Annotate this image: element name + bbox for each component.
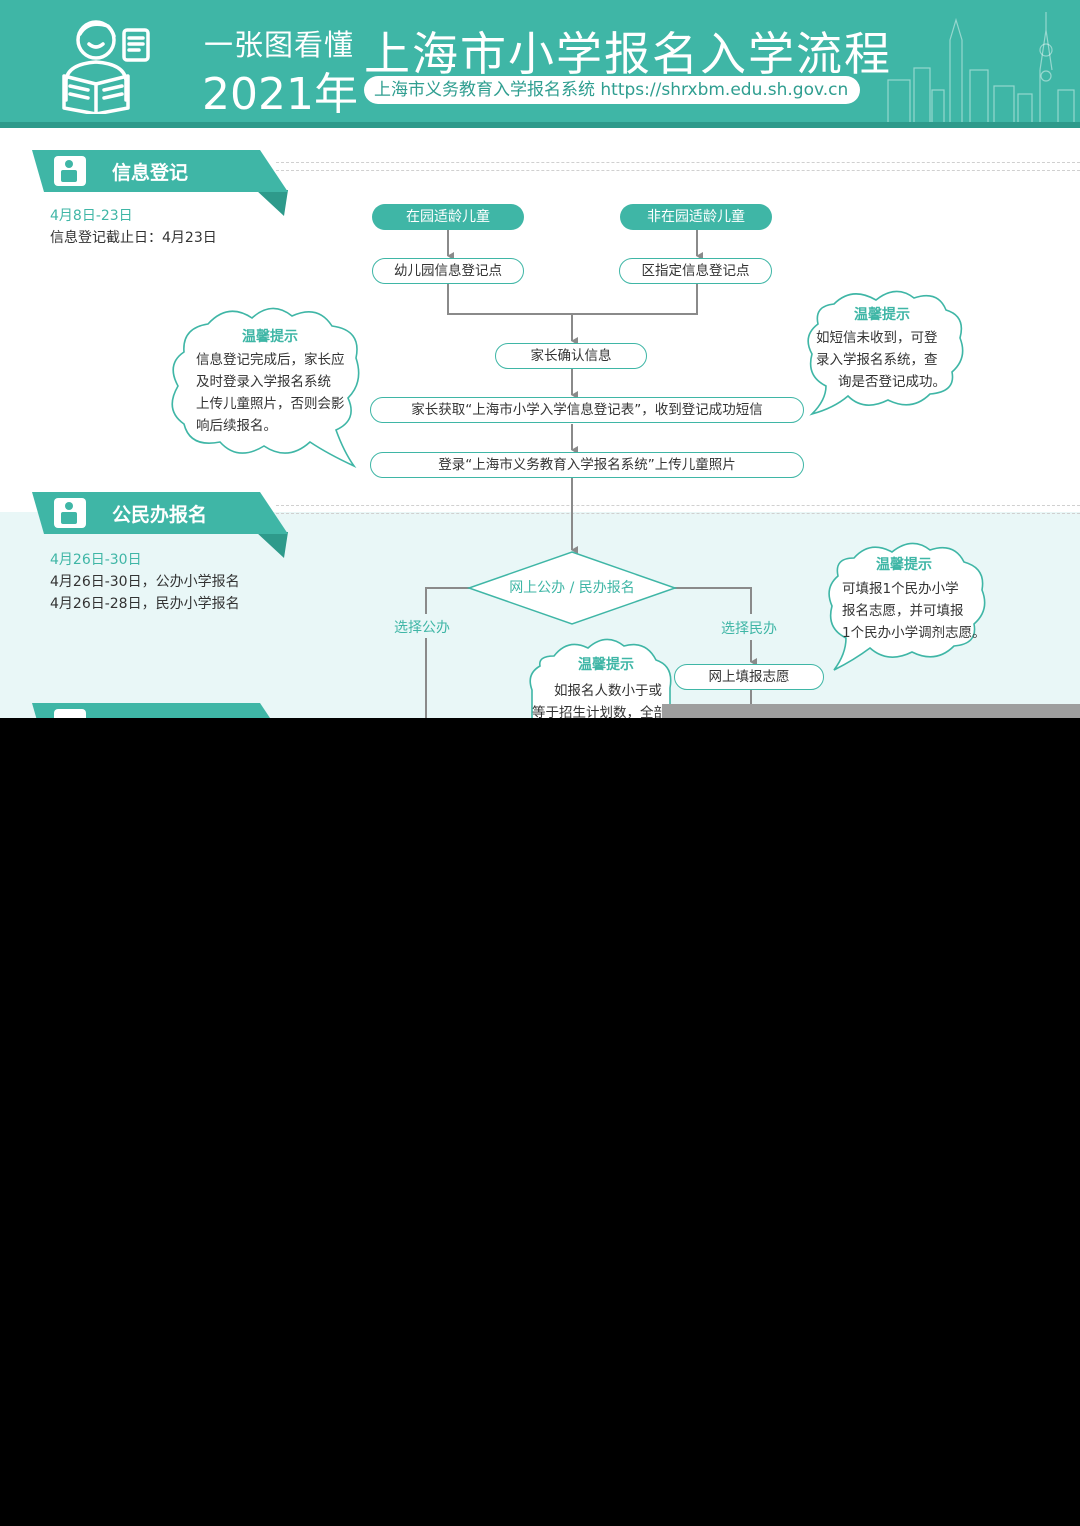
date-range: 4月8日-23日 bbox=[50, 208, 133, 224]
register-dates: 4月26日-30日 4月26日-30日，公办小学报名 4月26日-28日，民办小… bbox=[50, 549, 240, 615]
date-range: 4月26日-30日 bbox=[50, 552, 142, 568]
person-doc-icon bbox=[61, 502, 77, 524]
parent-confirm-node: 家长确认信息 bbox=[495, 343, 647, 369]
choose-public-label: 选择公办 bbox=[394, 620, 450, 636]
tip-line: 报名志愿，并可填报 bbox=[842, 603, 964, 619]
public-date: 4月26日-30日，公办小学报名 bbox=[50, 574, 240, 590]
tip-title: 温馨提示 bbox=[876, 557, 932, 573]
online-choice-decision: 网上公办 / 民办报名 bbox=[509, 580, 635, 596]
infographic-canvas: 一张图看懂 2021年 上海市小学报名入学流程 上海市义务教育入学报名系统 ht… bbox=[0, 0, 1080, 718]
section-title: 信息登记 bbox=[112, 162, 189, 184]
tip-cloud-lottery: 温馨提示 如报名人数小于或 等于招生计划数，全部 bbox=[528, 634, 678, 718]
tip-line: 可填报1个民办小学 bbox=[842, 581, 959, 597]
city-skyline-icon bbox=[887, 12, 1075, 126]
upload-photo-node: 登录“上海市义务教育入学报名系统”上传儿童照片 bbox=[370, 452, 804, 478]
tip-line: 信息登记完成后，家长应 bbox=[196, 352, 345, 368]
choose-private-label: 选择民办 bbox=[721, 621, 777, 637]
section-title: 公民办报名 bbox=[112, 504, 208, 526]
tip-line: 如短信未收到，可登 bbox=[816, 330, 938, 346]
section-banner-registration: 公民办报名 bbox=[32, 492, 288, 558]
section-divider bbox=[276, 513, 1080, 514]
header-subtitle: 一张图看懂 bbox=[204, 28, 355, 62]
tip-title: 温馨提示 bbox=[242, 329, 298, 345]
page-title: 上海市小学报名入学流程 bbox=[364, 27, 892, 81]
info-dates: 4月8日-23日 信息登记截止日：4月23日 bbox=[50, 205, 217, 249]
tip-title: 温馨提示 bbox=[578, 657, 634, 673]
tip-line: 如报名人数小于或 bbox=[554, 683, 662, 699]
tip-line: 录入学报名系统，查 bbox=[816, 352, 938, 368]
system-url-badge[interactable]: 上海市义务教育入学报名系统 https://shrxbm.edu.sh.gov.… bbox=[364, 76, 860, 104]
section-divider bbox=[276, 505, 1080, 506]
section-banner-next bbox=[32, 703, 288, 718]
tip-line: 1个民办小学调剂志愿。 bbox=[842, 625, 986, 641]
not-in-kindergarten-node: 非在园适龄儿童 bbox=[620, 204, 772, 230]
tip-line: 等于招生计划数，全部 bbox=[532, 705, 667, 718]
deadline-text: 信息登记截止日：4月23日 bbox=[50, 230, 217, 246]
kindergarten-point-node: 幼儿园信息登记点 bbox=[372, 258, 524, 284]
tip-line: 响后续报名。 bbox=[196, 418, 277, 434]
reading-child-icon bbox=[62, 20, 150, 114]
section-banner-info-registration: 信息登记 bbox=[32, 150, 288, 216]
fill-wish-node: 网上填报志愿 bbox=[674, 664, 824, 690]
section-divider bbox=[276, 162, 1080, 163]
tip-line: 及时登录入学报名系统 bbox=[196, 374, 331, 390]
district-point-node: 区指定信息登记点 bbox=[619, 258, 772, 284]
tip-line: 询是否登记成功。 bbox=[838, 374, 946, 390]
private-date: 4月26日-28日，民办小学报名 bbox=[50, 596, 240, 612]
tip-line: 上传儿童照片，否则会影 bbox=[196, 396, 345, 412]
header-year: 2021年 bbox=[202, 69, 358, 120]
tip-cloud-private: 温馨提示 可填报1个民办小学 报名志愿，并可填报 1个民办小学调剂志愿。 bbox=[826, 538, 990, 674]
header-divider bbox=[0, 122, 1080, 128]
get-form-node: 家长获取“上海市小学入学信息登记表”，收到登记成功短信 bbox=[370, 397, 804, 423]
section-divider bbox=[276, 170, 1080, 171]
overlay-bar bbox=[662, 704, 1080, 718]
header-banner: 一张图看懂 2021年 上海市小学报名入学流程 上海市义务教育入学报名系统 ht… bbox=[0, 0, 1080, 126]
person-doc-icon bbox=[61, 160, 77, 182]
tip-cloud-sms: 温馨提示 如短信未收到，可登 录入学报名系统，查 询是否登记成功。 bbox=[804, 288, 966, 416]
flow-connectors bbox=[425, 230, 757, 718]
tip-cloud-photo: 温馨提示 信息登记完成后，家长应 及时登录入学报名系统 上传儿童照片，否则会影 … bbox=[168, 302, 364, 472]
in-kindergarten-node: 在园适龄儿童 bbox=[372, 204, 524, 230]
tip-title: 温馨提示 bbox=[854, 307, 910, 323]
